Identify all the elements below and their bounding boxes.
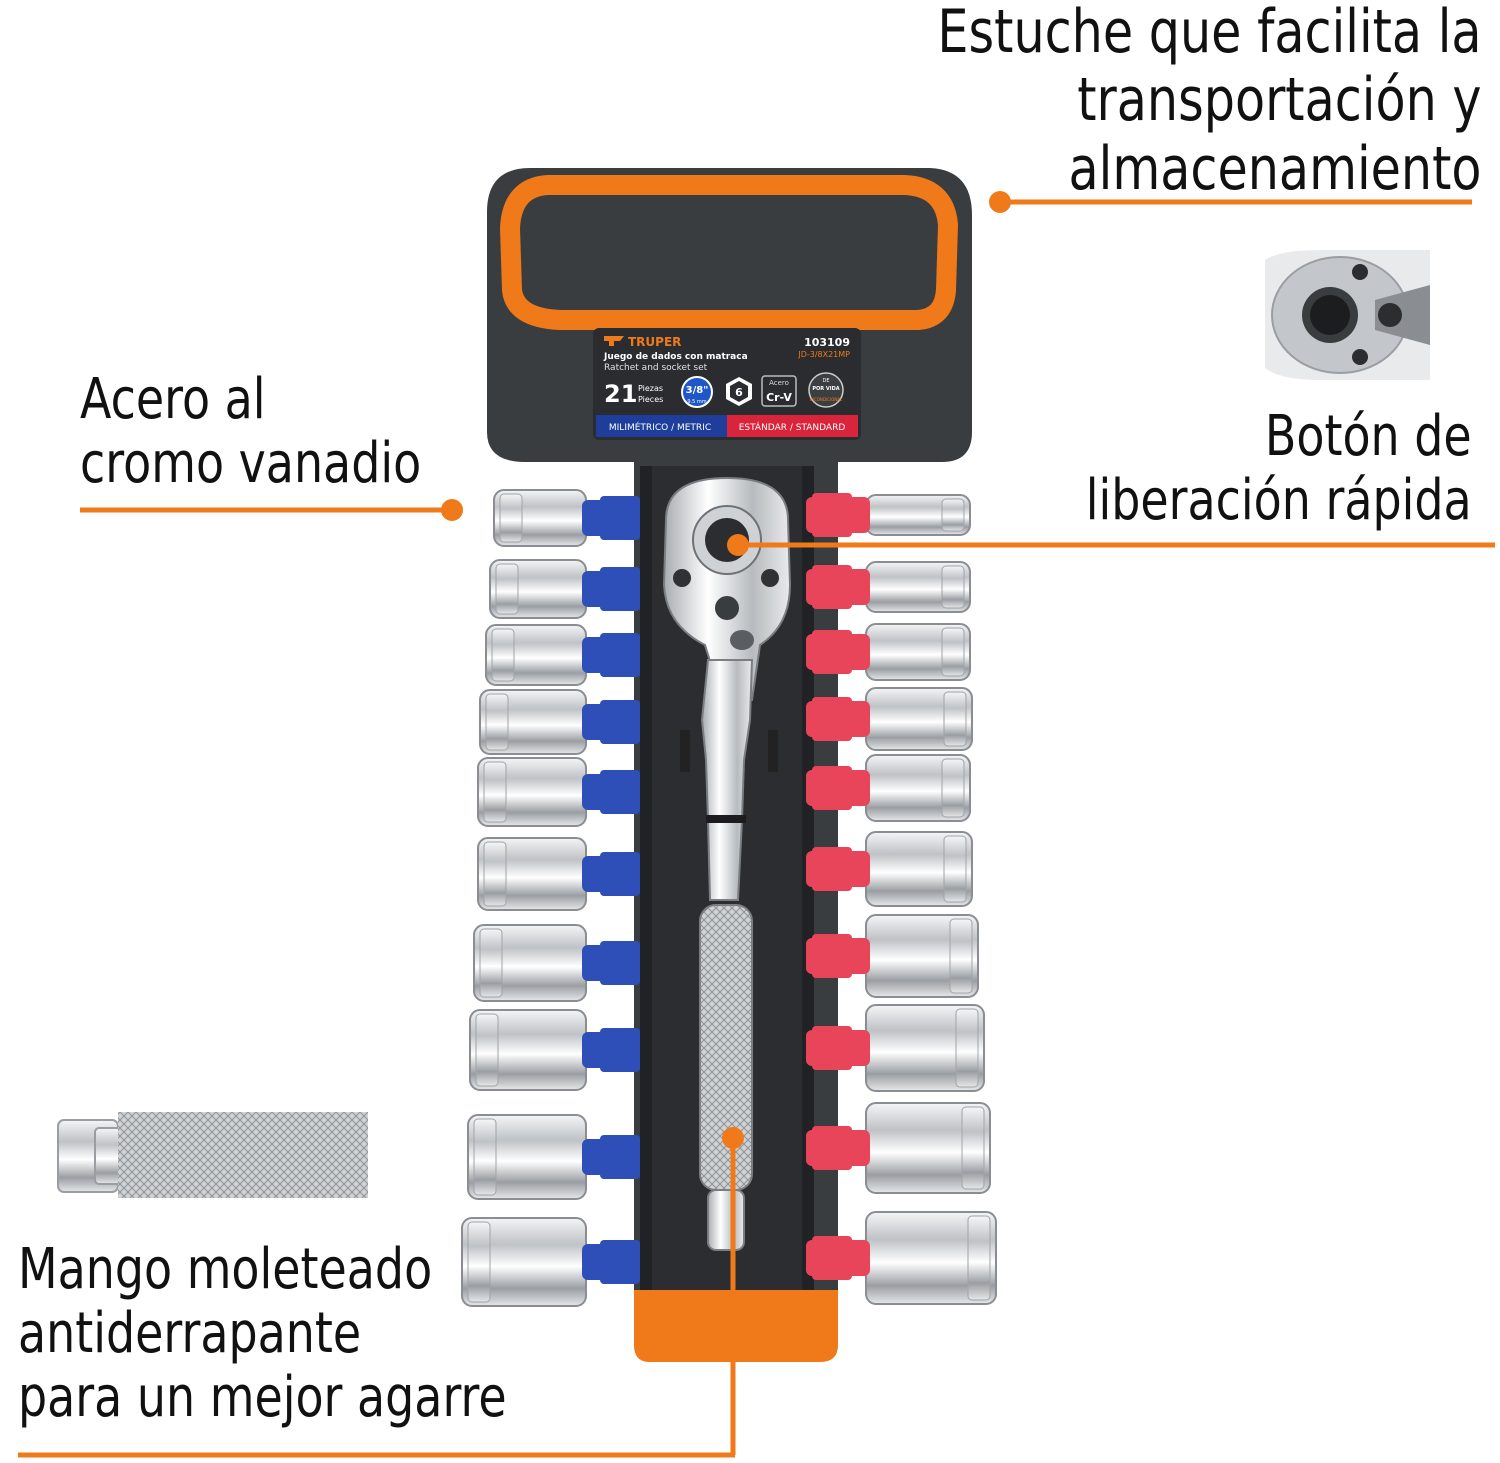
label-standard-band: ESTÁNDAR / STANDARD [739,421,846,433]
socket-icon [806,914,979,998]
label-model-number: 103109 [804,336,850,349]
label-material-title: Acero [769,379,789,387]
standard-sockets [806,493,997,1305]
callout-button-text: Botón de liberación rápida [1086,404,1472,533]
socket-icon [806,623,971,681]
knurled-handle-detail-icon [57,1112,368,1198]
socket-icon [806,1102,991,1194]
metric-band [596,415,727,437]
socket-icon [461,1217,640,1307]
callout-leader-lines [18,191,1495,1458]
label-material: Cr-V [766,391,792,404]
callout-handle-text: Mango moleteado antiderrapante para un m… [18,1237,507,1430]
case-orange-foot [634,1290,838,1362]
warranty-line3: INCONDICIONAL [810,397,843,402]
truper-logo-icon [604,336,624,346]
socket-icon [473,924,640,1002]
label-brand: TRUPER [628,335,681,349]
drive-size-badge [681,376,713,408]
label-drive-mm: 9.5 mm [687,399,706,405]
socket-icon [806,754,971,822]
socket-icon [469,1009,640,1091]
warranty-seal [808,372,844,408]
label-pieces-en: Pieces [638,395,663,404]
socket-icon [806,687,973,751]
socket-icon [485,624,640,686]
label-points: 6 [735,386,743,399]
label-drive-size: 3/8" [686,385,709,396]
callout-steel-text: Acero al cromo vanadio [80,367,422,496]
label-metric-band: MILIMÉTRICO / METRIC [609,421,711,433]
label-pieces-count: 21 [604,380,637,408]
callout-case-text: Estuche que facilita la transportación y… [937,0,1482,204]
label-model-code: JD-3/8X21MP [797,350,850,359]
socket-icon [477,757,640,827]
warranty-line2: POR VIDA [812,386,839,392]
socket-icon [806,1004,985,1092]
socket-icon [489,559,640,619]
socket-icon [806,831,973,907]
knurled-handle [699,904,753,1191]
metric-sockets [461,489,640,1307]
case-carry-handle [499,175,959,330]
socket-icon [477,837,640,911]
socket-icon [467,1114,640,1200]
warranty-line1: DE [822,378,829,384]
product-label: TRUPER 103109 JD-3/8X21MP Juego de dados… [593,328,861,440]
socket-icon [493,489,640,547]
socket-icon [479,689,640,755]
standard-band [727,415,858,437]
release-button-detail-icon [1265,250,1430,380]
label-name-en: Ratchet and socket set [604,363,708,373]
label-pieces-es: Piezas [638,384,663,393]
socket-icon [806,561,971,613]
socket-icon [806,493,971,537]
label-name-es: Juego de dados con matraca [603,352,748,362]
socket-icon [806,1211,997,1305]
